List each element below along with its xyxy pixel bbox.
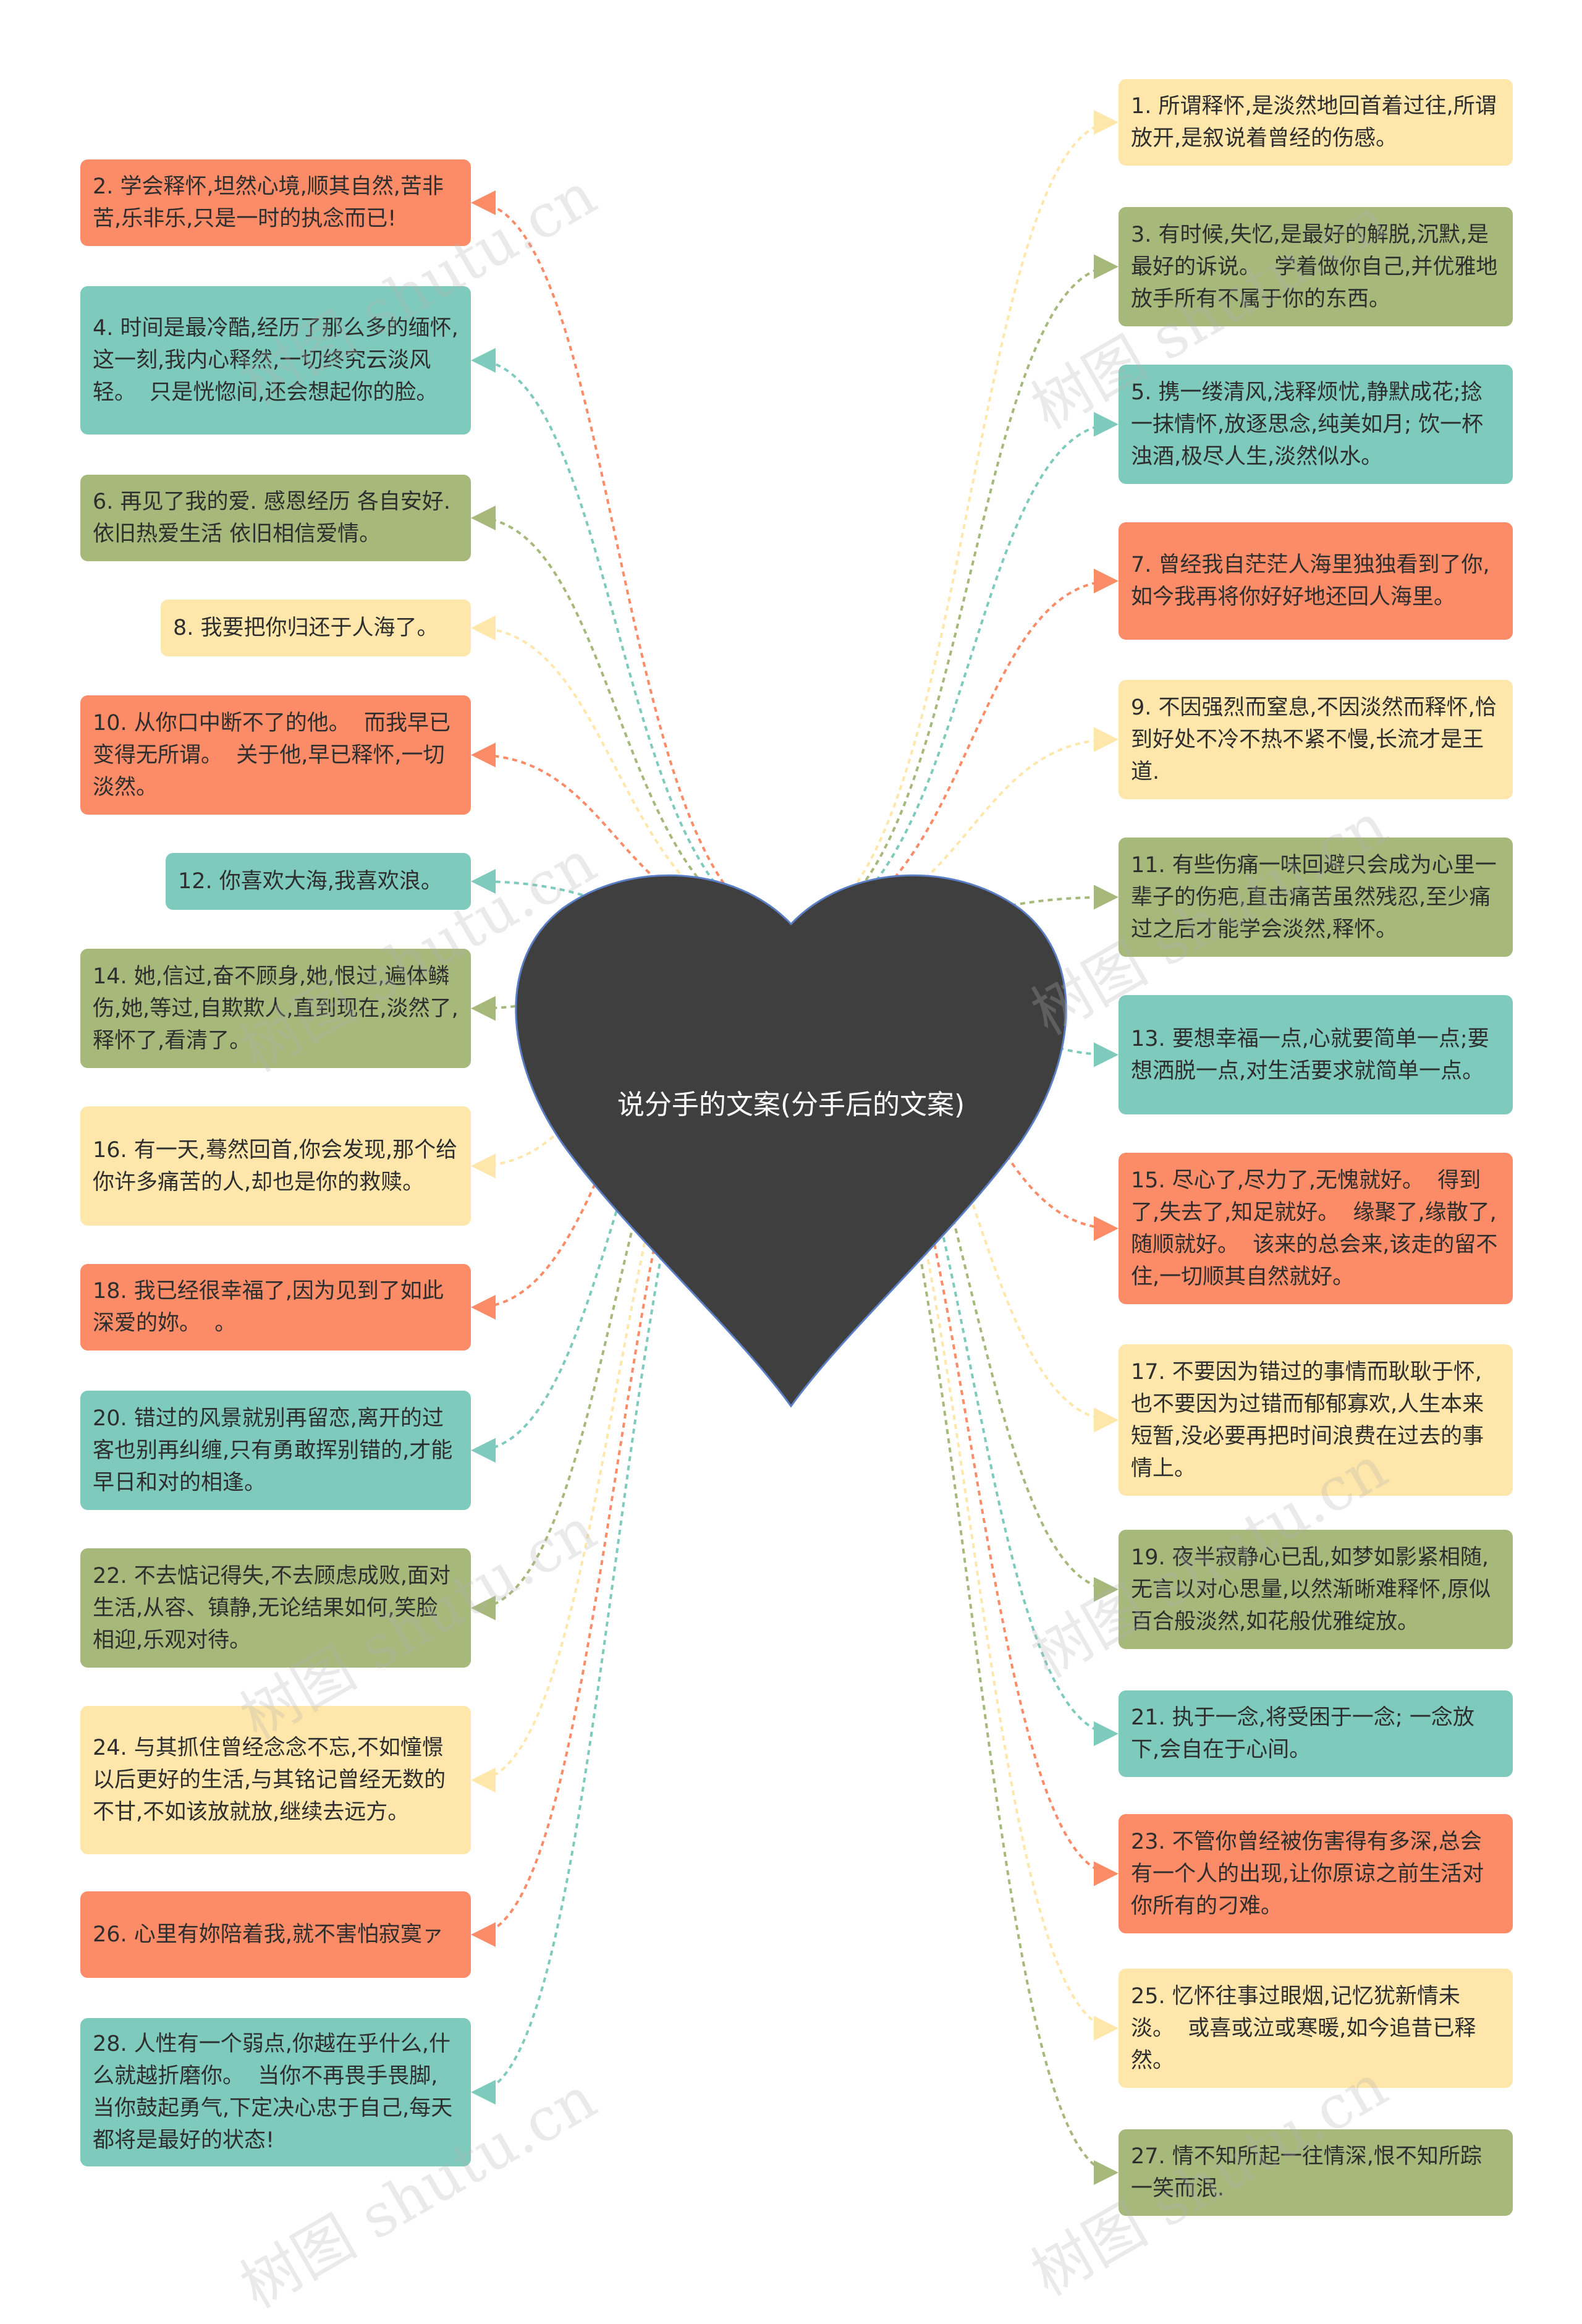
topic-text: 17. 不要因为错过的事情而耿耿于怀,也不要因为过错而郁郁寡欢,人生本来短暂,没… bbox=[1131, 1359, 1484, 1481]
topic-text: 10. 从你口中断不了的他。 而我早已变得无所谓。 关于他,早已释怀,一切淡然。 bbox=[93, 710, 451, 800]
right-topic-node[interactable]: 19. 夜半寂静心已乱,如梦如影紧相随,无言以对心思量,以然渐晰难释怀,原似百合… bbox=[1119, 1530, 1513, 1649]
left-topic-node[interactable]: 14. 她,信过,奋不顾身,她,恨过,遍体鳞伤,她,等过,自欺欺人,直到现在,淡… bbox=[80, 949, 471, 1068]
left-topic-node[interactable]: 4. 时间是最冷酷,经历了那么多的缅怀,这一刻,我内心释然,一切终究云淡风轻。 … bbox=[80, 286, 471, 435]
topic-text: 15. 尽心了,尽力了,无愧就好。 得到了,失去了,知足就好。 缘聚了,缘散了,… bbox=[1131, 1168, 1498, 1289]
right-topic-node[interactable]: 13. 要想幸福一点,心就要简单一点;要想洒脱一点,对生活要求就简单一点。 bbox=[1119, 995, 1513, 1114]
topic-text: 23. 不管你曾经被伤害得有多深,总会有一个人的出现,让你原谅之前生活对你所有的… bbox=[1131, 1829, 1484, 1919]
right-topic-node[interactable]: 21. 执于一念,将受困于一念; 一念放下,会自在于心间。 bbox=[1119, 1690, 1513, 1777]
connector-left-8 bbox=[471, 936, 792, 1320]
right-topic-node[interactable]: 9. 不因强烈而窒息,不因淡然而释怀,恰到好处不冷不热不紧不慢,长流才是王道. bbox=[1119, 680, 1513, 799]
right-topic-node[interactable]: 11. 有些伤痛一味回避只会成为心里一辈子的伤疤,直击痛苦虽然残忍,至少痛过之后… bbox=[1119, 838, 1513, 957]
topic-text: 4. 时间是最冷酷,经历了那么多的缅怀,这一刻,我内心释然,一切终究云淡风轻。 … bbox=[93, 316, 459, 405]
left-topic-node[interactable]: 10. 从你口中断不了的他。 而我早已变得无所谓。 关于他,早已释怀,一切淡然。 bbox=[80, 695, 471, 815]
topic-text: 12. 你喜欢大海,我喜欢浪。 bbox=[178, 869, 442, 894]
center-topic-label[interactable]: 说分手的文案(分手后的文案) bbox=[617, 1089, 965, 1121]
left-topic-node[interactable]: 26. 心里有妳陪着我,就不害怕寂寞ァ bbox=[80, 1891, 471, 1978]
left-topic-node[interactable]: 28. 人性有一个弱点,你越在乎什么,什么就越折磨你。 当你不再畏手畏脚,当你鼓… bbox=[80, 2018, 471, 2166]
topic-text: 7. 曾经我自茫茫人海里独独看到了你, 如今我再将你好好地还回人海里。 bbox=[1131, 553, 1497, 609]
topic-text: 25. 忆怀往事过眼烟,记忆犹新情未淡。 或喜或泣或寒暖,如今追昔已释然。 bbox=[1131, 1983, 1476, 2073]
connector-right-9 bbox=[790, 937, 1119, 1602]
left-topic-node[interactable]: 20. 错过的风景就别再留恋,离开的过客也别再纠缠,只有勇敢挥别错的,才能早日和… bbox=[80, 1391, 471, 1510]
topic-text: 21. 执于一念,将受困于一念; 一念放下,会自在于心间。 bbox=[1131, 1705, 1474, 1762]
right-topic-node[interactable]: 3. 有时候,失忆,是最好的解脱,沉默,是最好的诉说。 学着做你自己,并优雅地放… bbox=[1119, 207, 1513, 326]
connector-right-0 bbox=[790, 110, 1119, 928]
connector-right-7 bbox=[790, 935, 1119, 1241]
right-topic-node[interactable]: 15. 尽心了,尽力了,无愧就好。 得到了,失去了,知足就好。 缘聚了,缘散了,… bbox=[1119, 1153, 1513, 1304]
connector-left-10 bbox=[471, 938, 792, 1621]
topic-text: 14. 她,信过,奋不顾身,她,恨过,遍体鳞伤,她,等过,自欺欺人,直到现在,淡… bbox=[93, 964, 459, 1053]
topic-text: 1. 所谓释怀,是淡然地回首着过往,所谓放开,是叙说着曾经的伤感。 bbox=[1131, 94, 1497, 151]
topic-text: 3. 有时候,失忆,是最好的解脱,沉默,是最好的诉说。 学着做你自己,并优雅地放… bbox=[1131, 222, 1498, 312]
topic-text: 6. 再见了我的爱. 感恩经历 各自安好. 依旧热爱生活 依旧相信爱情。 bbox=[93, 490, 458, 546]
topic-text: 24. 与其抓住曾经念念不忘,不如憧憬以后更好的生活,与其铭记曾经无数的不甘,不… bbox=[93, 1736, 446, 1825]
heart-shape bbox=[515, 874, 1067, 1408]
left-topic-node[interactable]: 18. 我已经很幸福了,因为见到了如此深爱的妳。 。 bbox=[80, 1264, 471, 1351]
left-topic-node[interactable]: 12. 你喜欢大海,我喜欢浪。 bbox=[166, 853, 471, 910]
left-topic-node[interactable]: 22. 不去惦记得失,不去顾虑成败,面对生活,从容、镇静,无论结果如何,笑脸相迎… bbox=[80, 1548, 471, 1668]
topic-text: 16. 有一天,蓦然回首,你会发现,那个给你许多痛苦的人,却也是你的救赎。 bbox=[93, 1137, 458, 1195]
left-topic-node[interactable]: 8. 我要把你归还于人海了。 bbox=[161, 600, 471, 656]
left-topic-node[interactable]: 16. 有一天,蓦然回首,你会发现,那个给你许多痛苦的人,却也是你的救赎。 bbox=[80, 1106, 471, 1226]
left-topic-node[interactable]: 6. 再见了我的爱. 感恩经历 各自安好. 依旧热爱生活 依旧相信爱情。 bbox=[80, 475, 471, 561]
right-topic-node[interactable]: 27. 情不知所起一往情深,恨不知所踪一笑而泯. bbox=[1119, 2129, 1513, 2216]
left-topic-node[interactable]: 2. 学会释怀,坦然心境,顺其自然,苦非苦,乐非乐,只是一时的执念而已! bbox=[80, 159, 471, 246]
topic-text: 8. 我要把你归还于人海了。 bbox=[173, 616, 439, 640]
left-topic-node[interactable]: 24. 与其抓住曾经念念不忘,不如憧憬以后更好的生活,与其铭记曾经无数的不甘,不… bbox=[80, 1706, 471, 1854]
topic-text: 19. 夜半寂静心已乱,如梦如影紧相随,无言以对心思量,以然渐晰难释怀,原似百合… bbox=[1131, 1545, 1491, 1634]
topic-text: 9. 不因强烈而窒息,不因淡然而释怀,恰到好处不冷不热不紧不慢,长流才是王道. bbox=[1131, 695, 1497, 784]
right-topic-node[interactable]: 25. 忆怀往事过眼烟,记忆犹新情未淡。 或喜或泣或寒暖,如今追昔已释然。 bbox=[1119, 1969, 1513, 2088]
connector-right-1 bbox=[790, 254, 1119, 930]
connector-right-3 bbox=[790, 569, 1119, 932]
connector-left-5 bbox=[471, 869, 792, 935]
topic-text: 2. 学会释怀,坦然心境,顺其自然,苦非苦,乐非乐,只是一时的执念而已! bbox=[93, 174, 444, 231]
right-topic-node[interactable]: 5. 携一缕清风,浅释烦忧,静默成花;捻一抹情怀,放逐思念,纯美如月; 饮一杯浊… bbox=[1119, 365, 1513, 484]
right-topic-node[interactable]: 17. 不要因为错过的事情而耿耿于怀,也不要因为过错而郁郁寡欢,人生本来短暂,没… bbox=[1119, 1344, 1513, 1496]
topic-text: 28. 人性有一个弱点,你越在乎什么,什么就越折磨你。 当你不再畏手畏脚,当你鼓… bbox=[93, 2032, 453, 2153]
topic-text: 13. 要想幸福一点,心就要简单一点;要想洒脱一点,对生活要求就简单一点。 bbox=[1131, 1026, 1489, 1084]
topic-text: 11. 有些伤痛一味回避只会成为心里一辈子的伤疤,直击痛苦虽然残忍,至少痛过之后… bbox=[1131, 852, 1497, 942]
topic-text: 5. 携一缕清风,浅释烦忧,静默成花;捻一抹情怀,放逐思念,纯美如月; 饮一杯浊… bbox=[1131, 380, 1484, 469]
right-topic-node[interactable]: 7. 曾经我自茫茫人海里独独看到了你, 如今我再将你好好地还回人海里。 bbox=[1119, 522, 1513, 640]
topic-text: 27. 情不知所起一往情深,恨不知所踪一笑而泯. bbox=[1131, 2144, 1482, 2201]
topic-text: 22. 不去惦记得失,不去顾虑成败,面对生活,从容、镇静,无论结果如何,笑脸相迎… bbox=[93, 1563, 451, 1653]
topic-text: 26. 心里有妳陪着我,就不害怕寂寞ァ bbox=[93, 1922, 444, 1947]
topic-text: 18. 我已经很幸福了,因为见到了如此深爱的妳。 。 bbox=[93, 1279, 444, 1336]
topic-text: 20. 错过的风景就别再留恋,离开的过客也别再纠缠,只有勇敢挥别错的,才能早日和… bbox=[93, 1406, 453, 1495]
right-topic-node[interactable]: 23. 不管你曾经被伤害得有多深,总会有一个人的出现,让你原谅之前生活对你所有的… bbox=[1119, 1814, 1513, 1933]
connector-right-5 bbox=[790, 884, 1119, 935]
right-topic-node[interactable]: 1. 所谓释怀,是淡然地回首着过往,所谓放开,是叙说着曾经的伤感。 bbox=[1119, 79, 1513, 166]
